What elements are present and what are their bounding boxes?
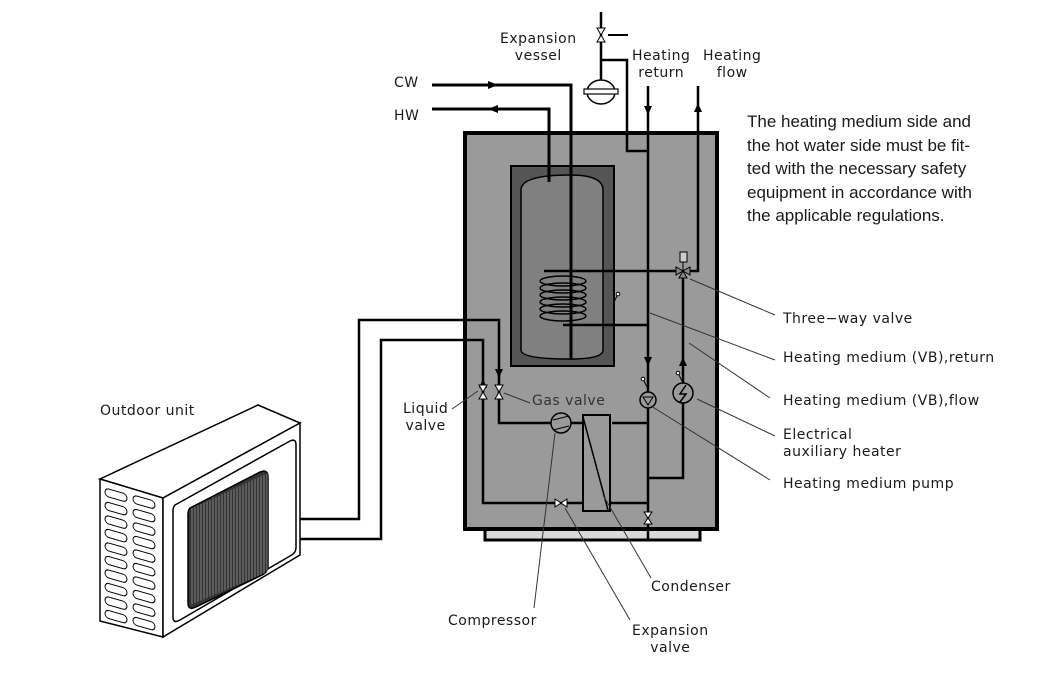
label-liquid-valve-line1: Liquid: [403, 401, 449, 417]
safety-note-line: ted with the necessary safety: [747, 159, 967, 178]
vent-slot: [104, 501, 128, 516]
vent-slot: [132, 535, 156, 550]
label-heating-flow: Heating flow: [703, 48, 761, 82]
vent-slot: [104, 515, 128, 529]
outdoor-unit: [97, 404, 302, 639]
label-gas-valve: Gas valve: [532, 393, 606, 409]
label-condenser: Condenser: [651, 579, 731, 595]
return-arrow-icon: [644, 106, 652, 115]
expansion-vessel-icon: [583, 79, 619, 105]
vent-slot: [132, 508, 156, 523]
safety-note-line: equipment in accordance with: [747, 182, 972, 202]
safety-note-line: The heating medium side and: [747, 112, 971, 131]
label-heating-flow-line2: flow: [716, 65, 748, 81]
label-expansion-valve: Expansion valve: [632, 623, 709, 657]
safety-note-line: the applicable regulations.: [747, 206, 945, 225]
compressor-icon: [550, 412, 572, 434]
temp-sensor-icon: [615, 291, 621, 297]
outdoor-unit-grille: [191, 473, 268, 605]
label-electrical-aux-heater-line2: auxiliary heater: [783, 444, 902, 460]
expansion-valve-icon: [554, 498, 568, 508]
vent-slot: [104, 609, 128, 624]
label-electrical-aux-heater-line1: Electrical: [783, 427, 853, 443]
label-outdoor-unit: Outdoor unit: [100, 403, 195, 419]
label-heating-return-line2: return: [638, 65, 685, 81]
drain-valve-icon: [643, 511, 653, 525]
vent-slot: [132, 495, 156, 509]
liquid-valve-icon: [478, 384, 488, 400]
label-heating-medium-pump: Heating medium pump: [783, 476, 955, 492]
heating-medium-pump-icon: [639, 376, 657, 409]
leader-lines: [451, 278, 776, 621]
refrigerant-pipes: [300, 318, 583, 541]
safety-note-line: the hot water side must be fit-: [747, 135, 970, 155]
label-expansion-vessel-line1: Expansion: [500, 31, 577, 47]
label-liquid-valve: Liquid valve: [403, 401, 448, 435]
expansion-vessel-pipe: [599, 12, 647, 153]
cw-arrow-icon: [488, 81, 498, 89]
three-way-valve-icon: [675, 251, 691, 279]
vent-slot: [132, 522, 156, 536]
vent-slot: [132, 576, 156, 590]
hot-water-tank: [520, 174, 604, 360]
vent-slot: [132, 562, 156, 577]
vent-slot: [104, 488, 128, 502]
label-cw: CW: [394, 75, 419, 91]
electrical-heater-icon: [672, 370, 694, 404]
flow-arrow-icon: [694, 103, 702, 112]
label-liquid-valve-line2: valve: [405, 418, 446, 434]
label-expansion-valve-line1: Expansion: [632, 623, 709, 639]
label-heating-medium-return: Heating medium (VB),return: [783, 350, 995, 366]
flow-inner-arrow-icon: [679, 357, 687, 366]
vent-slot: [104, 569, 128, 583]
return-inner-arrow-icon: [644, 357, 652, 366]
heat-exchanger-coil: [539, 275, 587, 322]
label-heating-return: Heating return: [632, 48, 690, 82]
label-heating-flow-line1: Heating: [703, 48, 762, 64]
label-expansion-vessel-line2: vessel: [514, 48, 562, 64]
vent-slot: [104, 555, 128, 570]
condenser-icon: [582, 414, 611, 512]
vent-slot: [104, 582, 128, 597]
gas-valve-icon: [494, 384, 504, 400]
hw-arrow-icon: [488, 105, 498, 113]
outdoor-unit-vents: [104, 488, 156, 631]
vent-slot: [104, 542, 128, 556]
label-expansion-valve-line2: valve: [650, 640, 691, 656]
water-pipes: [432, 83, 573, 360]
label-heating-medium-flow: Heating medium (VB),flow: [783, 393, 980, 409]
safety-note: The heating medium side and the hot wate…: [747, 110, 1022, 228]
label-electrical-aux-heater: Electrical auxiliary heater: [783, 427, 901, 461]
label-compressor: Compressor: [448, 613, 537, 629]
vent-slot: [104, 596, 128, 610]
vent-slot: [132, 603, 156, 617]
vent-slot: [132, 589, 156, 604]
vent-slot: [132, 549, 156, 563]
vent-slot: [104, 528, 128, 543]
gas-arrow-icon: [495, 369, 503, 378]
label-heating-return-line1: Heating: [632, 48, 691, 64]
label-three-way-valve: Three−way valve: [783, 311, 913, 327]
vent-slot: [132, 616, 156, 631]
shutoff-valve-icon: [596, 27, 606, 43]
label-expansion-vessel: Expansion vessel: [500, 31, 577, 65]
label-hw: HW: [394, 108, 420, 124]
